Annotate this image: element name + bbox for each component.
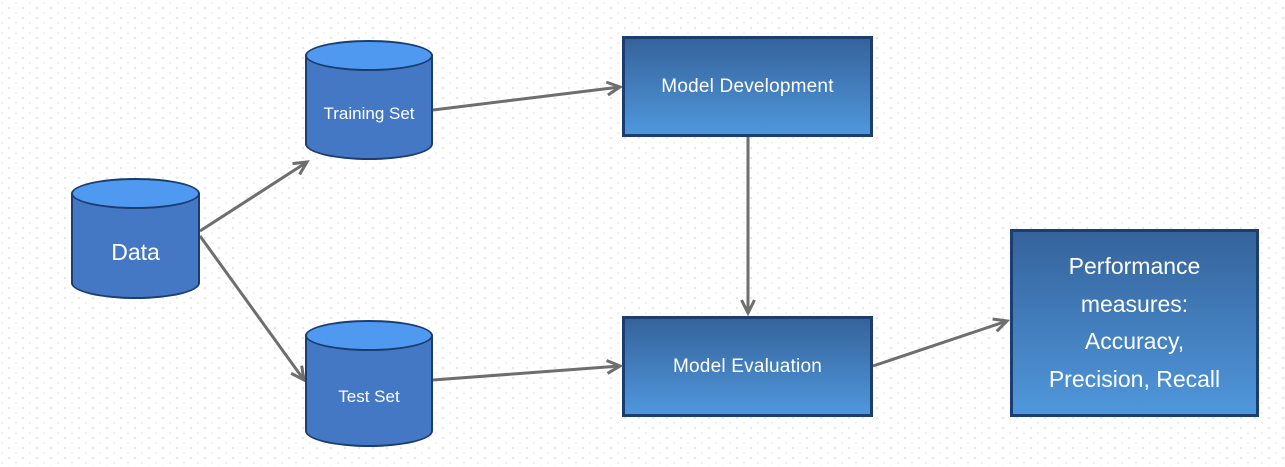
cylinder-top-ellipse (71, 178, 200, 209)
performance-label-line-1: Performance (1068, 253, 1201, 279)
edge-test-set-to-model-evaluation (432, 359, 624, 382)
node-model-evaluation-label: Model Evaluation (673, 355, 822, 377)
performance-label-line-2: measures: (1080, 290, 1189, 317)
edge-training-set-to-model-development (432, 80, 624, 112)
performance-label-line-4: Precision, Recall (1048, 365, 1221, 392)
node-data-label: Data (111, 238, 160, 265)
edge-data-to-training-set (199, 160, 310, 233)
node-training-set-cylinder[interactable]: Training Set (305, 40, 433, 160)
performance-label-line-3: Accuracy, (1084, 328, 1185, 354)
node-model-evaluation-box[interactable]: Model Evaluation (622, 316, 873, 417)
edge-model-evaluation-to-performance (872, 317, 1011, 368)
node-test-set-cylinder[interactable]: Test Set (305, 320, 433, 447)
node-model-development-label: Model Development (661, 75, 834, 97)
node-performance-measures-box[interactable]: Performance measures: Accuracy, Precisio… (1010, 229, 1259, 417)
node-data-cylinder[interactable]: Data (71, 178, 200, 299)
node-model-development-box[interactable]: Model Development (622, 36, 873, 137)
cylinder-body (305, 55, 433, 160)
cylinder-top-ellipse (305, 320, 433, 351)
cylinder-top-ellipse (305, 40, 433, 71)
edge-data-to-test-set (198, 235, 306, 383)
cylinder-body (305, 335, 433, 447)
node-training-set-label: Training Set (323, 103, 415, 123)
cylinder-body (71, 193, 200, 299)
node-test-set-label: Test Set (338, 387, 400, 406)
